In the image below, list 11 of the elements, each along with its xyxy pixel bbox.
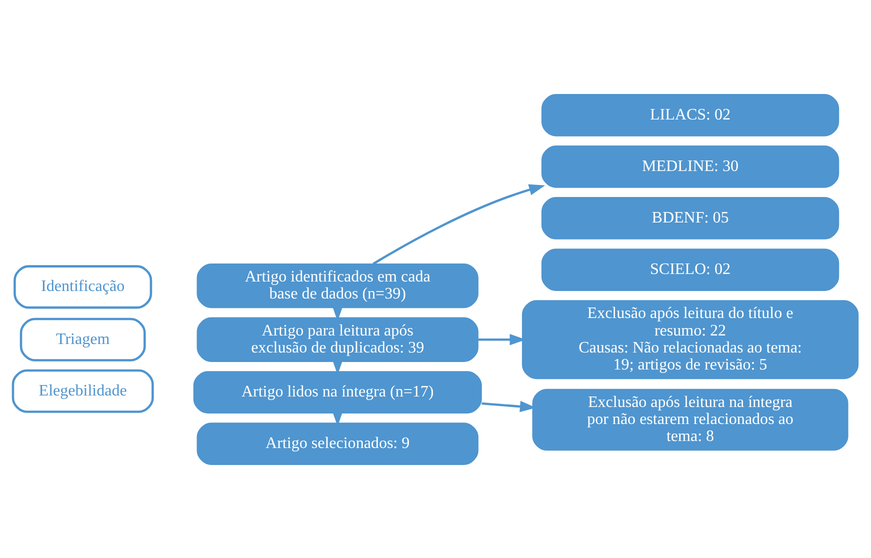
node-box: Triagem [20, 317, 146, 361]
node-box: MEDLINE: 30 [541, 145, 840, 188]
node-box: Exclusão após leitura do título e resumo: 22 Causas: Não relacionadas ao tema: 19; artigos de revisão: 5 [522, 300, 859, 379]
node-box: Artigo selecionados: 9 [196, 422, 478, 464]
node-box: Elegebilidade [12, 368, 154, 412]
node-box: SCIELO: 02 [541, 248, 840, 290]
node-box: BDENF: 05 [541, 196, 840, 239]
node-box: Identificação [14, 264, 152, 308]
node-box: Exclusão após leitura na íntegra por não estarem relacionados ao tema: 8 [532, 388, 848, 450]
arrow [372, 184, 546, 264]
node-box: LILACS: 02 [541, 94, 840, 136]
